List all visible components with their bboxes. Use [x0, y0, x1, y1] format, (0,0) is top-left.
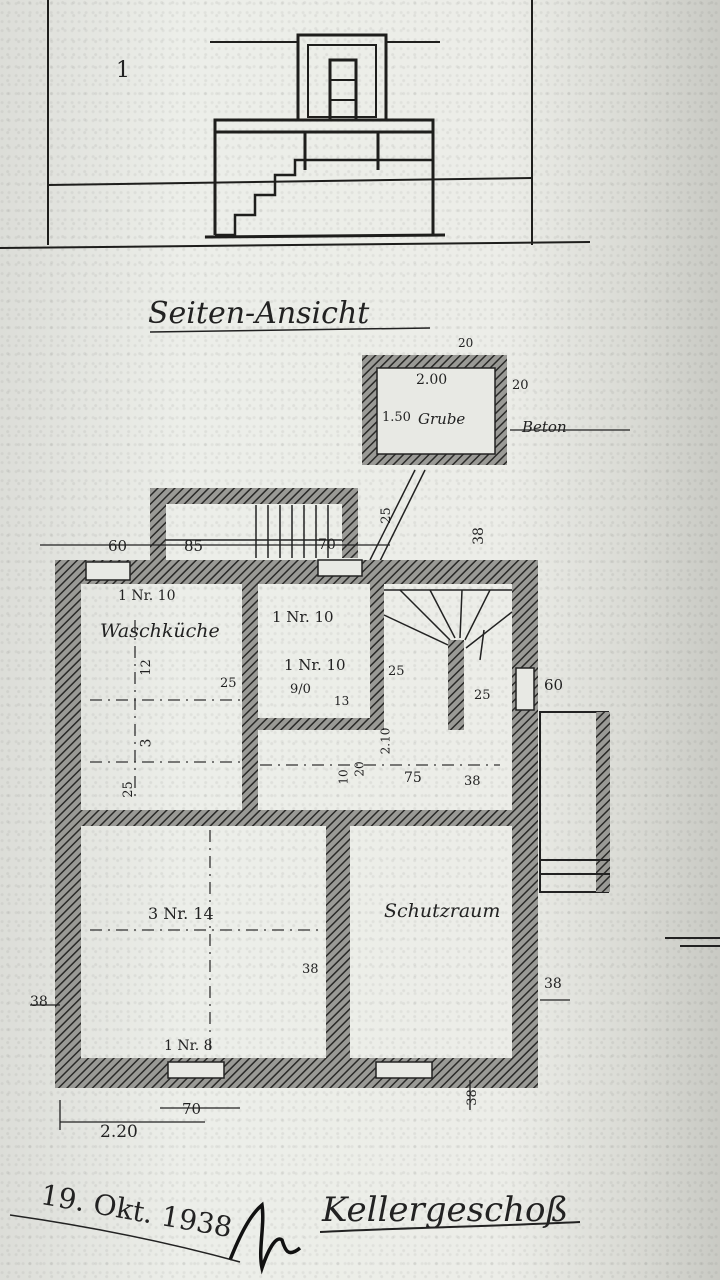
side-view-underline [149, 327, 431, 333]
basement-walls [55, 488, 538, 1088]
room-label-shelter: Schutzraum [384, 900, 501, 922]
pit-side-label: Beton [522, 418, 567, 436]
dim-38-top-right: 38 [470, 527, 487, 545]
side-view-elevation [0, 0, 591, 249]
stamp-arc [9, 1214, 241, 1263]
dim-25-center: 25 [388, 664, 405, 679]
dim-60-top-left: 60 [108, 537, 128, 555]
dim-200-pit: 2.00 [416, 372, 448, 388]
dim-85-top: 85 [184, 537, 204, 555]
guide-lines [90, 620, 500, 1055]
area-large-room: 3 Nr. 14 [148, 904, 214, 923]
dim-25-right: 25 [474, 688, 491, 703]
dim-38-mid: 38 [464, 774, 481, 789]
dim-10-mid: 10 [336, 769, 351, 785]
dim-70-bottom: 70 [182, 1100, 202, 1118]
dim-70-top: 70 [318, 537, 336, 553]
dim-13: 13 [334, 694, 350, 708]
dim-20-mid: 20 [352, 761, 367, 777]
dim-20-pit-right: 20 [512, 378, 529, 393]
dimension-lines [30, 544, 570, 1130]
pit-drawing [362, 355, 630, 566]
room-label-pit: Grube [418, 410, 466, 428]
dim-210-small: 2.10 [378, 727, 393, 755]
dim-38-center-wall: 38 [302, 962, 319, 977]
dim-38-left-ext: 38 [30, 994, 48, 1010]
area-middle-inner: 1 Nr. 10 [284, 656, 346, 674]
area-wash-kitchen: 1 Nr. 10 [118, 588, 176, 604]
dim-38-right-wall: 38 [544, 976, 562, 992]
dim-150-pit: 1.50 [382, 410, 411, 425]
dim-60-right: 60 [544, 676, 564, 694]
basement-title: Kellergeschoß [322, 1190, 569, 1230]
dim-20-pit-top: 20 [458, 336, 474, 350]
dim-220-bottom: 2.20 [100, 1122, 138, 1142]
dim-25-left-wall: 25 [220, 676, 237, 691]
dim-3-vert: 3 [138, 738, 155, 748]
area-large-room-window: 1 Nr. 8 [164, 1038, 213, 1054]
side-view-title: Seiten-Ansicht [148, 296, 370, 331]
dim-1-right: 1 [116, 58, 130, 83]
dim-12-vert: 12 [138, 659, 154, 676]
dim-25-stair: 25 [378, 507, 394, 524]
dim-25-lower-left: 25 [120, 781, 136, 798]
area-middle-room: 1 Nr. 10 [272, 608, 334, 626]
right-exterior-structure [539, 711, 720, 947]
dim-9-0: 9/0 [290, 682, 311, 697]
title-underline [319, 1221, 581, 1233]
entrance-stairs [166, 505, 342, 558]
signature-mark [228, 1201, 302, 1275]
dim-75: 75 [404, 770, 422, 786]
winding-stair [383, 589, 513, 661]
room-label-wash-kitchen: Waschküche [100, 620, 220, 642]
dim-38-bottom: 38 [464, 1089, 480, 1106]
